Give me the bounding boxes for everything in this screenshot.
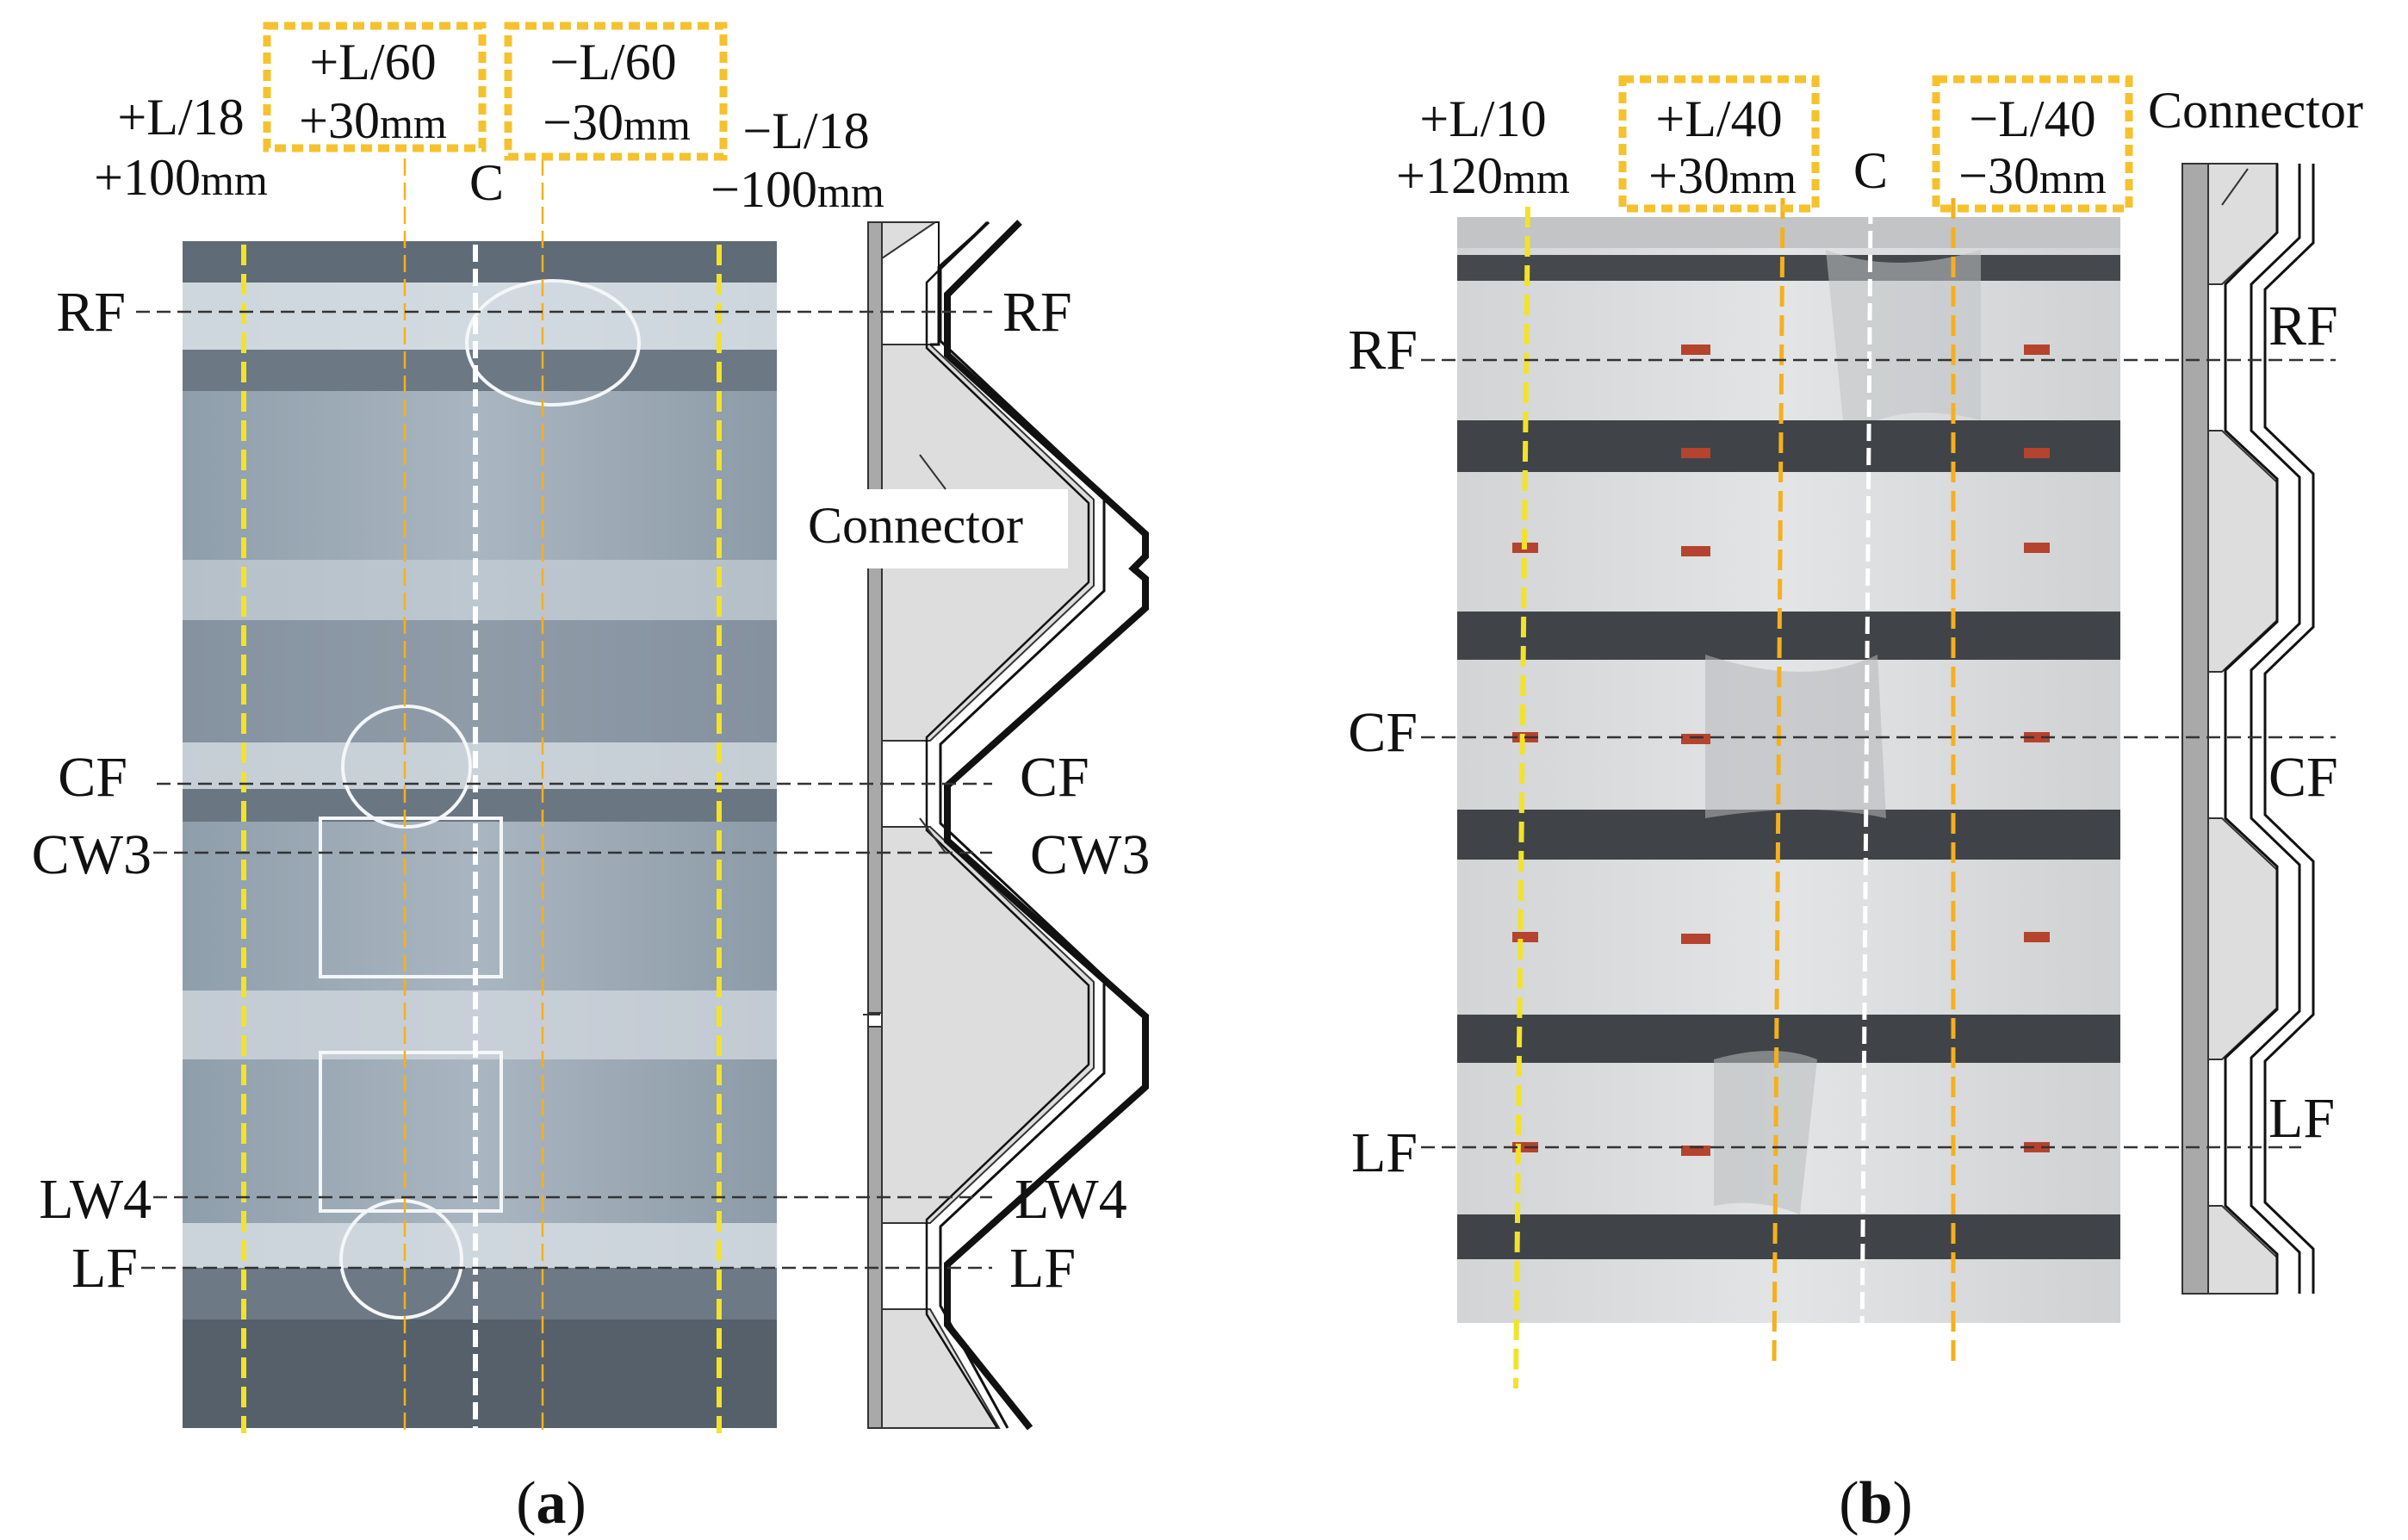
label-center: C	[469, 154, 504, 211]
caption-b: (b)	[1839, 1470, 1913, 1537]
dent-circle	[339, 1199, 463, 1320]
highlight-box	[504, 22, 728, 161]
panel-b-left-labels: RF CF LF	[1348, 319, 1418, 1184]
svg-text:+30mm: +30mm	[1648, 147, 1797, 204]
svg-text:−30mm: −30mm	[1958, 147, 2107, 204]
label-rf: RF	[56, 281, 126, 344]
label-lf: LF	[1009, 1237, 1076, 1300]
label-minus-l18: −L/18	[742, 102, 869, 159]
dent-box	[319, 817, 503, 978]
label-lf: LF	[1351, 1121, 1418, 1184]
panel-b-right-labels: RF CF LF	[2268, 295, 2338, 1150]
panel-a-right-labels: RF CF CW3 LW4 LF	[1002, 281, 1150, 1300]
vline-plus-l10	[1513, 206, 1530, 1389]
strain-gauge	[2024, 932, 2050, 942]
strain-gauge	[1681, 734, 1710, 744]
strain-gauge	[1681, 345, 1710, 355]
connector-label: Connector	[808, 497, 1023, 554]
label-cw3: CW3	[1030, 823, 1150, 886]
panel-a-top-labels: +L/18 +100mm +L/60 +30mm C −L/60 −30mm −…	[94, 22, 884, 218]
label-center: C	[1853, 142, 1888, 199]
label-rf: RF	[1002, 281, 1072, 344]
vline-plus-l40	[1772, 197, 1785, 1365]
strain-gauge	[1512, 932, 1538, 942]
label-plus-l60: +L/60	[309, 34, 436, 90]
highlight-box	[1618, 75, 1820, 213]
label-lw4: LW4	[39, 1168, 152, 1231]
label-rf: RF	[1348, 319, 1418, 382]
panel-a-connector-schematic	[801, 220, 1149, 1431]
label-cw3: CW3	[32, 823, 152, 886]
label-lf: LF	[71, 1237, 138, 1300]
svg-text:+120mm: +120mm	[1396, 147, 1570, 204]
svg-text:+30mm: +30mm	[299, 92, 447, 149]
label-minus-l40: −L/40	[1969, 90, 2095, 147]
svg-text:+100mm: +100mm	[94, 149, 268, 206]
label-plus-l40: +L/40	[1655, 90, 1782, 147]
label-cf: CF	[1020, 746, 1089, 809]
highlight-box	[1932, 75, 2133, 213]
dent-circle	[465, 279, 641, 407]
strain-gauge	[2024, 543, 2050, 553]
strain-gauge	[2024, 345, 2050, 355]
label-lw4: LW4	[1015, 1168, 1127, 1231]
panel-b-connector-schematic	[2181, 163, 2315, 1295]
panel-b: +L/10 +120mm +L/40 +30mm C −L/40 −30mm C…	[1348, 75, 2363, 1537]
strain-gauge	[1681, 934, 1710, 944]
strain-gauge	[2024, 732, 2050, 742]
dent-box	[319, 1051, 503, 1213]
panel-a: +L/18 +100mm +L/60 +30mm C −L/60 −30mm −…	[32, 22, 1150, 1537]
label-cf: CF	[1348, 701, 1418, 764]
label-plus-l18: +L/18	[117, 89, 244, 146]
panel-b-top-labels: +L/10 +120mm +L/40 +30mm C −L/40 −30mm	[1396, 75, 2133, 213]
label-cf: CF	[58, 746, 127, 809]
svg-text:−100mm: −100mm	[711, 161, 884, 218]
label-minus-l60: −L/60	[549, 34, 676, 90]
label-lf: LF	[2268, 1087, 2335, 1150]
label-rf: RF	[2268, 295, 2338, 357]
strain-gauge	[1681, 546, 1710, 556]
strain-gauge	[2024, 1142, 2050, 1152]
panel-b-photo	[1457, 217, 2120, 1323]
vline-center	[1859, 206, 1873, 1350]
panel-a-photo	[183, 241, 777, 1428]
strain-gauge	[2024, 448, 2050, 458]
strain-gauge	[1681, 448, 1710, 458]
caption-a: (a)	[516, 1470, 586, 1537]
dent-circle	[341, 705, 472, 829]
svg-text:−30mm: −30mm	[543, 94, 691, 151]
panel-a-left-labels: RF CF CW3 LW4 LF	[32, 281, 152, 1300]
label-cf: CF	[2268, 746, 2338, 809]
label-plus-l10: +L/10	[1419, 90, 1546, 147]
highlight-box	[263, 22, 487, 152]
connector-label: Connector	[2148, 82, 2363, 139]
